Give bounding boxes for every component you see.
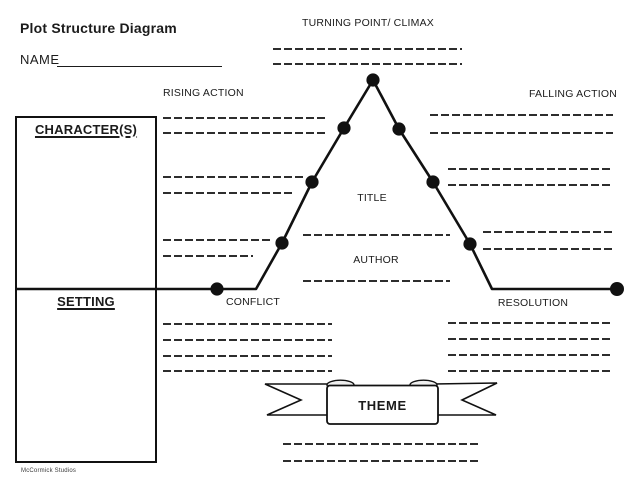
rising-action-label: RISING ACTION: [163, 87, 244, 99]
conflict-label: CONFLICT: [225, 296, 281, 308]
plot-point-falling-1: [392, 122, 406, 136]
ribbon-panel: [326, 384, 439, 425]
write-line: [430, 114, 613, 116]
write-line: [163, 239, 270, 241]
theme-ribbon: [264, 379, 498, 425]
author-label: AUTHOR: [353, 254, 399, 266]
write-line: [483, 248, 613, 250]
write-line: [273, 63, 462, 65]
write-line: [448, 168, 613, 170]
write-line: [448, 184, 613, 186]
write-line: [448, 370, 613, 372]
write-line: [448, 322, 613, 324]
write-line: [163, 339, 332, 341]
write-line: [430, 132, 613, 134]
plot-point-rising-3: [337, 121, 351, 135]
write-line: [163, 370, 332, 372]
resolution-label: RESOLUTION: [497, 297, 569, 309]
author-write-line: [303, 280, 450, 282]
write-line: [163, 176, 303, 178]
write-line: [163, 355, 332, 357]
plot-point-rising-2: [305, 175, 319, 189]
write-line: [448, 338, 613, 340]
write-line: [163, 117, 327, 119]
ribbon-right-wing: [433, 382, 498, 416]
plot-points: [210, 73, 624, 296]
write-line: [163, 192, 293, 194]
turning-point-label: TURNING POINT/ CLIMAX: [302, 17, 434, 29]
write-line: [448, 354, 613, 356]
write-line: [483, 231, 613, 233]
characters-heading: CHARACTER(S): [34, 122, 138, 137]
write-line: [273, 48, 462, 50]
plot-point-resolution: [610, 282, 624, 296]
setting-heading: SETTING: [57, 294, 115, 309]
write-line: [163, 255, 253, 257]
write-line: [283, 443, 481, 445]
name-write-line: [57, 66, 222, 67]
theme-label: THEME: [358, 398, 407, 413]
plot-point-rising-1: [275, 236, 289, 250]
plot-point-falling-3: [463, 237, 477, 251]
name-label: NAME: [20, 52, 60, 67]
credit-text: McCormick Studios: [21, 468, 77, 474]
ribbon-left-wing: [264, 383, 333, 416]
title-label: TITLE: [357, 192, 387, 204]
falling-action-label: FALLING ACTION: [529, 88, 617, 100]
write-line: [163, 323, 332, 325]
plot-point-exposition: [210, 282, 224, 296]
plot-line: [15, 78, 617, 291]
title-write-line: [303, 234, 450, 236]
write-line: [283, 460, 481, 462]
write-line: [163, 132, 325, 134]
plot-point-falling-2: [426, 175, 440, 189]
page-title: Plot Structure Diagram: [20, 20, 177, 36]
plot-point-climax: [366, 73, 380, 87]
